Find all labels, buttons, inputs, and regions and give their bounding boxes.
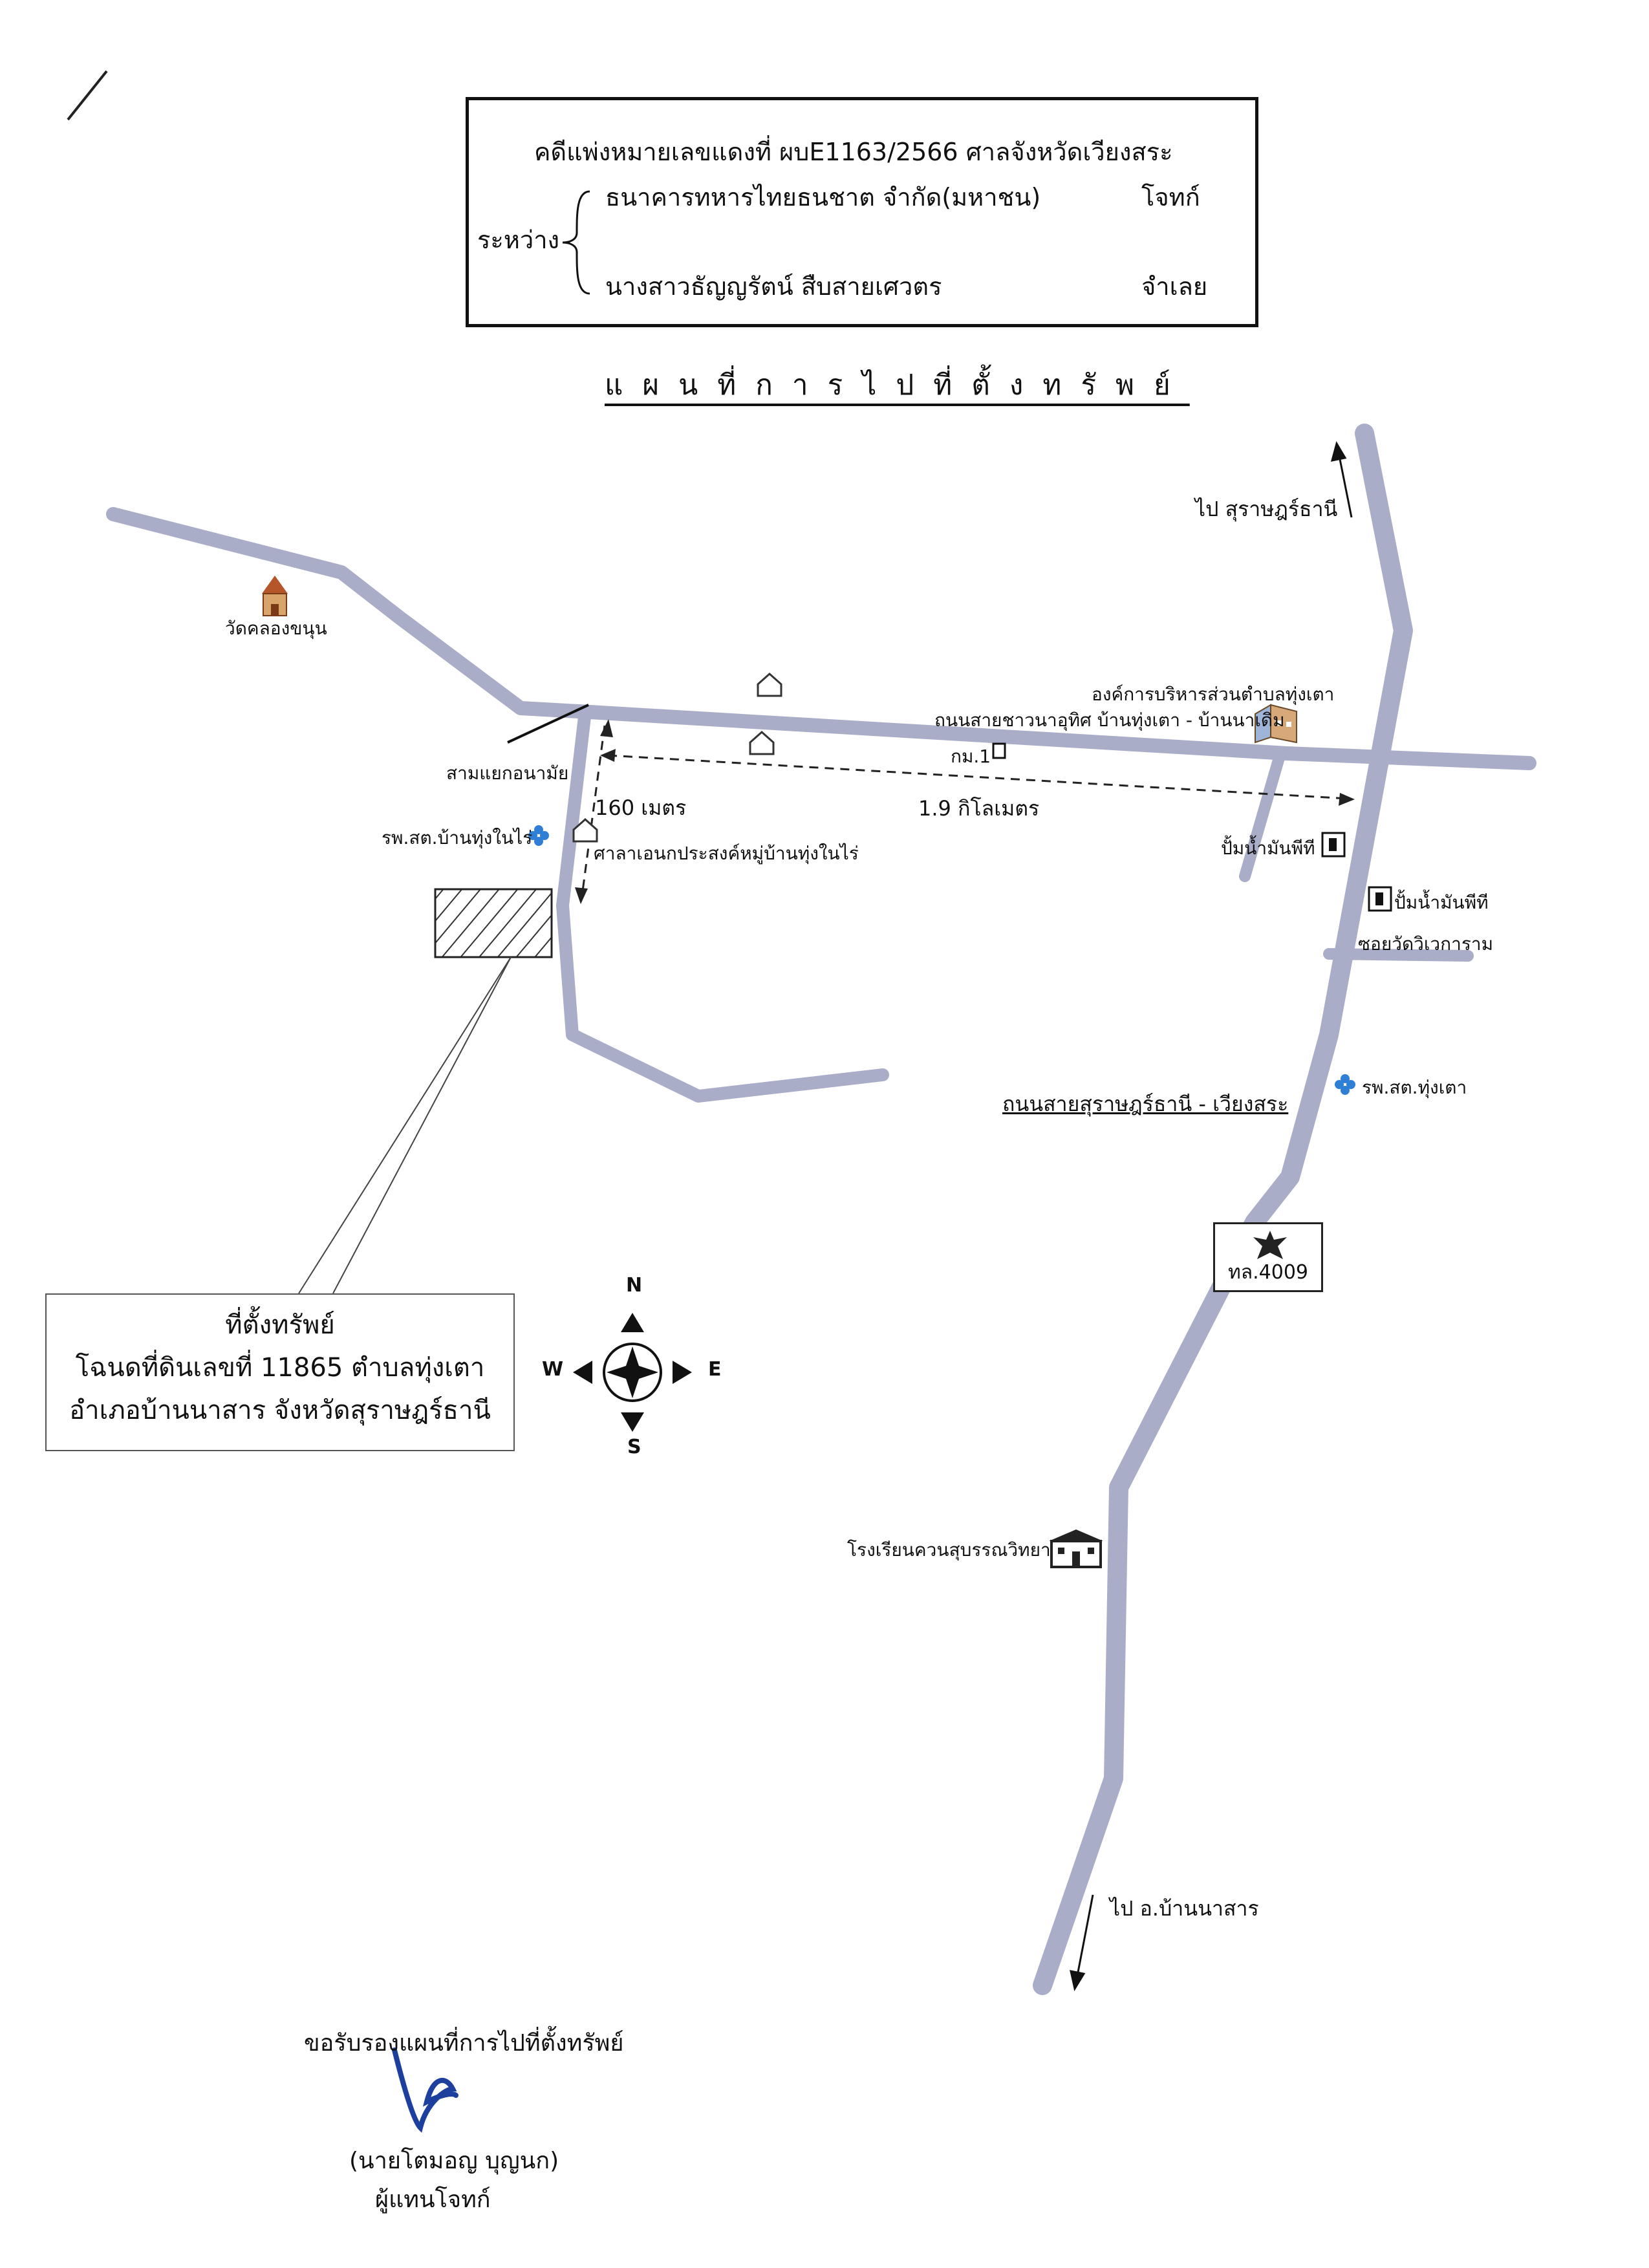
label-road-main: ถนนสายสุราษฎร์ธานี - เวียงสระ [1002,1092,1289,1116]
label-clinic-nai-rai: รพ.สต.บ้านทุ่งในไร่ [382,827,533,848]
label-junction: สามแยกอนามัย [446,762,569,784]
label-to-surat: ไป สุราษฎร์ธานี [1195,497,1338,521]
signature-certify: ขอรับรองแผนที่การไปที่ตั้งทรัพย์ [304,2030,624,2057]
label-hall: ศาลาเอนกประสงค์หมู่บ้านทุ่งในไร่ [594,843,859,864]
case-header-box [466,97,1258,327]
compass-w: W [542,1358,564,1381]
defendant-role: จำเลย [1141,272,1208,301]
map-title: แผนที่การไปที่ตั้งทรัพย์ [605,369,1190,402]
signature-name: (นายโตมอญ บุญนก) [349,2148,559,2174]
label-clinic-thung-tao: รพ.สต.ทุ่งเตา [1362,1077,1467,1098]
school-icon [1049,1529,1103,1568]
gas-station-spur [1239,748,1286,882]
junction-pointer [507,704,589,744]
soi-wat-road [1323,948,1474,962]
fuel-pump-icon [1368,886,1392,912]
label-gas1: ปั้มน้ำมันพีที [1221,837,1315,859]
house-icon [572,672,782,843]
garuda-emblem-icon [1253,1231,1287,1259]
dist-160-arrow [581,725,606,896]
property-location: อำเภอบ้านนาสาร จังหวัดสุราษฎร์ธานี [69,1396,491,1425]
label-soi-wat: ซอยวัดวิเวการาม [1358,933,1494,955]
label-km-marker: กม.1 [951,746,991,767]
km-marker-icon [992,742,1006,759]
chawana-road [106,507,1536,770]
callout-line [332,956,512,1294]
property-deed: โฉนดที่ดินเลขที่ 11865 ตำบลทุ่งเตา [75,1353,485,1383]
label-dist-160: 160 เมตร [595,795,687,820]
case-number: คดีแพ่งหมายเลขแดงที่ ผบE1163/2566 ศาลจัง… [534,138,1173,166]
compass-e: E [708,1358,722,1381]
label-dist-19: 1.9 กิโลเมตร [918,796,1040,821]
label-school: โรงเรียนควนสุบรรณวิทยา [847,1539,1051,1561]
label-gas2: ปั้มน้ำมันพีที [1394,892,1489,913]
pen-mark [67,70,108,121]
compass-n: N [626,1274,643,1297]
local-road [556,705,889,1103]
north-direction-arrow [1337,452,1353,518]
temple-icon [262,576,288,616]
label-temple: วัดคลองขนุน [225,618,327,639]
callout-line [298,956,512,1294]
plaintiff-name: ธนาคารทหารไทยธนชาต จำกัด(มหาชน) [605,183,1041,211]
clinic-cross-icon [1335,1074,1355,1095]
defendant-name: นางสาวธัญญรัตน์ สืบสายเศวตร [605,272,942,301]
label-tao-office: องค์การบริหารส่วนตำบลทุ่งเตา [1092,684,1335,705]
property-parcel [434,888,553,958]
label-road-chawana: ถนนสายชาวนาอุทิศ บ้านทุ่งเตา - บ้านนาเดิ… [934,709,1285,731]
office-building-icon [1255,704,1297,744]
clinic-cross-icon [528,825,549,846]
signature-role: ผู้แทนโจทก์ [375,2187,491,2213]
highway-sign: ทล.4009 [1213,1222,1323,1292]
north-arrow-icon [573,1313,692,1432]
between-label: ระหว่าง [477,226,560,254]
plaintiff-role: โจทก์ [1141,183,1200,211]
property-label-box: ที่ตั้งทรัพย์ โฉนดที่ดินเลขที่ 11865 ตำบ… [45,1293,515,1451]
south-direction-arrow [1075,1894,1094,1980]
signature-mark [392,2047,458,2133]
label-to-ban-na-san: ไป อ.บ้านนาสาร [1110,1896,1259,1921]
highway-number: ทล.4009 [1227,1261,1309,1284]
compass-s: S [627,1436,641,1458]
fuel-pump-icon [1321,832,1346,858]
property-title: ที่ตั้งทรัพย์ [225,1310,335,1340]
main-road [1033,424,1413,1995]
bracket-brace [562,190,590,295]
